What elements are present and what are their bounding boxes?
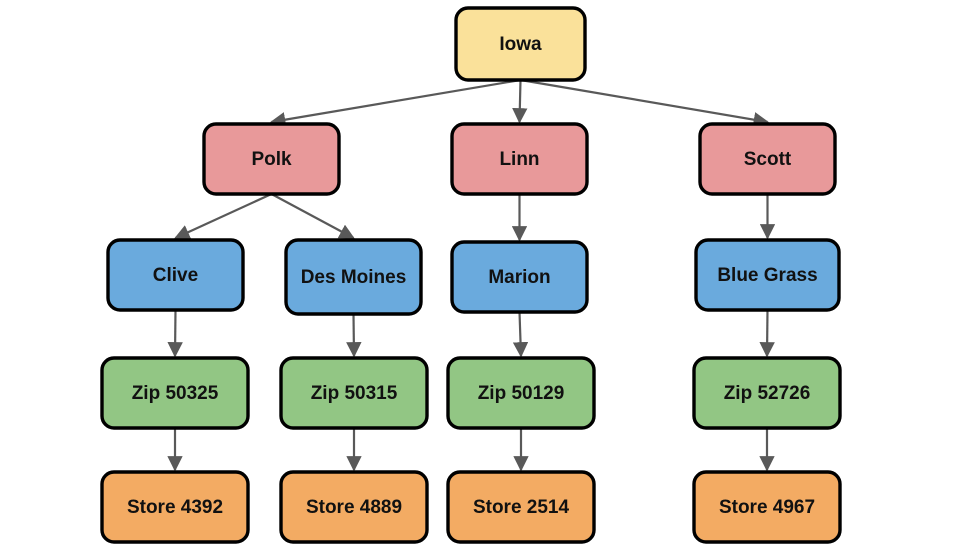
node-shape-store-4392[interactable] [100,470,250,544]
node-shape-blue-grass[interactable] [694,238,841,312]
node-polk[interactable]: Polk [202,122,341,196]
node-store-4967[interactable]: Store 4967 [692,470,842,544]
node-shape-iowa[interactable] [454,6,587,82]
node-store-2514[interactable]: Store 2514 [446,470,596,544]
edge-clive-to-zip-50325 [167,309,183,358]
node-shape-store-4967[interactable] [692,470,842,544]
node-shape-des-moines[interactable] [284,238,423,316]
node-shape-scott[interactable] [698,122,837,196]
node-shape-zip-52726[interactable] [692,356,842,430]
node-store-4392[interactable]: Store 4392 [100,470,250,544]
edge-des-moines-to-zip-50315 [346,313,362,358]
edge-marion-to-zip-50129 [512,311,529,358]
node-shape-polk[interactable] [202,122,341,196]
edge-polk-to-clive [174,193,272,240]
node-shape-zip-50315[interactable] [279,356,429,430]
node-zip-50315[interactable]: Zip 50315 [279,356,429,430]
node-zip-52726[interactable]: Zip 52726 [692,356,842,430]
node-shape-clive[interactable] [106,238,245,312]
node-shape-marion[interactable] [450,240,589,314]
node-clive[interactable]: Clive [106,238,245,312]
node-store-4889[interactable]: Store 4889 [279,470,429,544]
node-iowa[interactable]: Iowa [454,6,587,82]
node-shape-zip-50129[interactable] [446,356,596,430]
node-des-moines[interactable]: Des Moines [284,238,423,316]
node-zip-50129[interactable]: Zip 50129 [446,356,596,430]
node-shape-zip-50325[interactable] [100,356,250,430]
edge-blue-grass-to-zip-52726 [759,309,775,358]
node-shape-store-4889[interactable] [279,470,429,544]
edges-layer [167,78,776,472]
edge-polk-to-des-moines [270,193,355,239]
node-zip-50325[interactable]: Zip 50325 [100,356,250,430]
node-marion[interactable]: Marion [450,240,589,314]
edge-iowa-to-scott [520,78,770,128]
edge-iowa-to-linn [512,79,528,124]
node-shape-store-2514[interactable] [446,470,596,544]
node-linn[interactable]: Linn [450,122,589,196]
node-blue-grass[interactable]: Blue Grass [694,238,841,312]
node-scott[interactable]: Scott [698,122,837,196]
edge-iowa-to-polk [269,78,521,128]
node-shape-linn[interactable] [450,122,589,196]
